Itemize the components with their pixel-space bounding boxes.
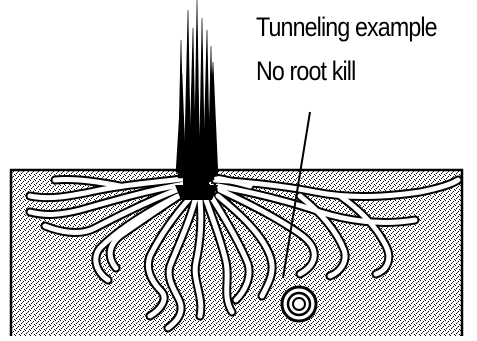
tunnel-cross-section-icon xyxy=(282,287,316,321)
caption-subtitle: No root kill xyxy=(256,56,355,86)
tree-trunk xyxy=(175,0,218,200)
caption-title: Tunneling example xyxy=(256,12,437,42)
